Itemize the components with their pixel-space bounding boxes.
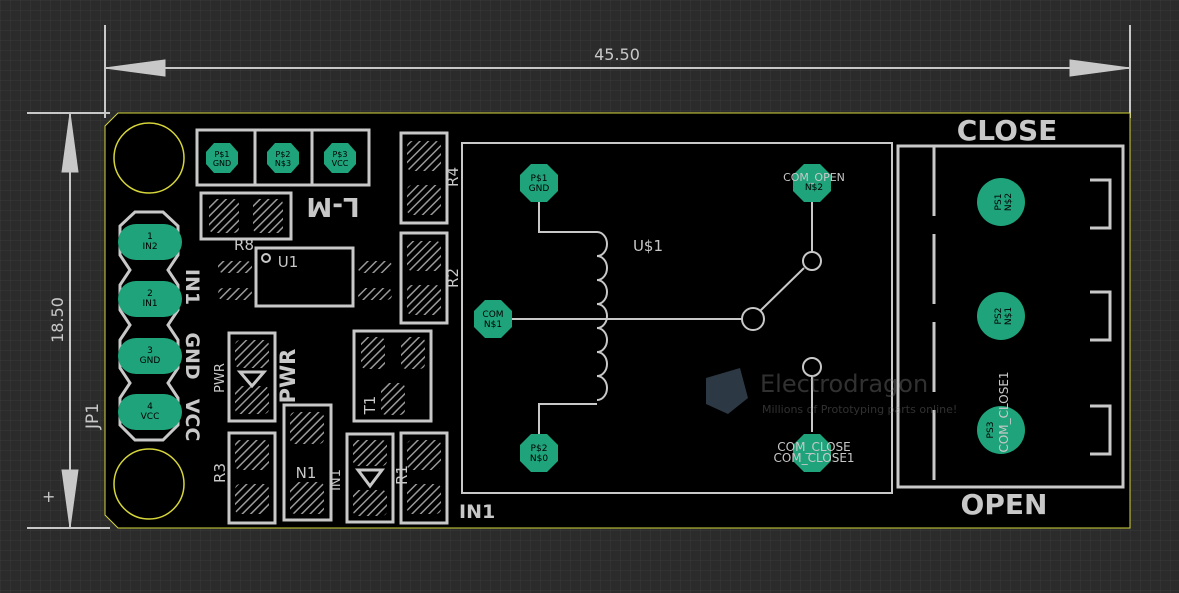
relay-pad-p1[interactable]: P$1 GND: [520, 164, 558, 202]
svg-text:4: 4: [147, 402, 153, 412]
svg-text:GND: GND: [140, 356, 161, 366]
svg-text:P$1: P$1: [214, 150, 229, 159]
jumper-pad-2[interactable]: P$2 N$3: [267, 143, 299, 173]
svg-text:P$3: P$3: [332, 150, 347, 159]
t1-outline: [352, 329, 433, 423]
header-pad-1[interactable]: 1 IN2: [118, 224, 182, 260]
svg-text:N$3: N$3: [275, 159, 291, 168]
in1-led-outline: [345, 432, 395, 524]
r8-pad-2: [253, 199, 283, 233]
label-jp1: JP1: [83, 403, 103, 430]
relay-pad-com[interactable]: COM N$1: [474, 300, 512, 338]
r1-outline: [399, 431, 449, 525]
label-t1: T1: [361, 396, 379, 416]
r4-outline: [399, 131, 449, 225]
header-pad-2[interactable]: 2 IN1: [118, 281, 182, 317]
svg-text:P$2: P$2: [531, 444, 548, 454]
svg-text:Millions of Prototyping parts: Millions of Prototyping parts online!: [762, 403, 957, 416]
jumper-pad-3[interactable]: P$3 VCC: [324, 143, 356, 173]
relay-pad-p2[interactable]: P$2 N$0: [520, 434, 558, 472]
jumper-outline: [195, 128, 371, 187]
svg-text:N$2: N$2: [1004, 193, 1014, 211]
relay-outline: [461, 142, 893, 494]
svg-text:COM_OPEN: COM_OPEN: [783, 171, 845, 184]
r2-outline: [399, 231, 449, 325]
label-in1-bottom: IN1: [459, 501, 495, 523]
label-u1: U1: [278, 253, 299, 271]
u1-body: [254, 246, 355, 308]
watermark-logo-icon: [706, 368, 748, 414]
terminal-pad-2[interactable]: PS2 N$1: [977, 292, 1025, 340]
header-pad-4[interactable]: 4 VCC: [118, 394, 182, 430]
svg-text:N$1: N$1: [484, 320, 502, 330]
svg-text:GND: GND: [529, 184, 550, 194]
label-r3: R3: [211, 463, 229, 483]
mounting-hole-bottom: [113, 448, 185, 520]
label-close: CLOSE: [957, 114, 1058, 147]
origin-marker: +: [42, 487, 55, 506]
label-n1: N1: [296, 464, 317, 482]
label-gnd-vertical: GND: [181, 332, 203, 379]
label-pwr: PWR: [276, 349, 300, 404]
svg-text:PS1: PS1: [994, 194, 1004, 211]
svg-text:VCC: VCC: [141, 412, 160, 422]
svg-text:N$1: N$1: [1004, 307, 1014, 325]
svg-text:P$2: P$2: [275, 150, 290, 159]
height-dimension-label: 18.50: [48, 297, 67, 343]
n1-outline: [282, 403, 333, 522]
r8-pad-1: [209, 199, 239, 233]
svg-text:Electrodragon: Electrodragon: [760, 370, 928, 398]
pwr-led-outline: [227, 331, 277, 423]
svg-text:N$2: N$2: [805, 183, 823, 193]
svg-text:COM: COM: [482, 310, 503, 320]
header-pad-3[interactable]: 3 GND: [118, 338, 182, 374]
r3-outline: [227, 431, 277, 525]
label-r4: R4: [444, 167, 462, 187]
label-pwr-small: PWR: [213, 363, 228, 393]
watermark: Electrodragon Millions of Prototyping pa…: [706, 368, 957, 416]
height-dimension: [27, 112, 110, 529]
relay-pad-com-open[interactable]: COM_OPEN N$2: [783, 164, 845, 202]
svg-text:P$1: P$1: [531, 174, 548, 184]
label-in1-small: IN1: [329, 469, 344, 491]
pcb-board: [104, 112, 1131, 529]
terminal-outline: [896, 144, 1125, 489]
label-open: OPEN: [961, 488, 1048, 521]
terminal-pad-1[interactable]: PS1 N$2: [977, 178, 1025, 226]
label-us1: U$1: [633, 237, 663, 255]
svg-text:COM_CLOSE1: COM_CLOSE1: [997, 371, 1011, 452]
label-r8: R8: [234, 236, 254, 254]
svg-text:N$0: N$0: [530, 454, 548, 464]
relay-pad-com-close[interactable]: COM_CLOSE COM_CLOSE1: [773, 434, 855, 472]
svg-text:3: 3: [147, 346, 153, 356]
svg-text:GND: GND: [213, 159, 231, 168]
label-in1-vertical: IN1: [181, 269, 203, 305]
r8-outline: [199, 191, 293, 241]
svg-text:COM_CLOSE1: COM_CLOSE1: [773, 451, 854, 465]
mounting-hole-top: [113, 122, 185, 194]
relay-coil-symbol: [500, 200, 822, 440]
jumper-pad-1[interactable]: P$1 GND: [206, 143, 238, 173]
svg-text:1: 1: [147, 232, 153, 242]
label-vcc-vertical: VCC: [181, 399, 203, 442]
svg-text:PS3: PS3: [986, 422, 996, 439]
width-dimension: [104, 25, 1131, 118]
svg-text:VCC: VCC: [332, 159, 349, 168]
svg-text:IN2: IN2: [142, 242, 157, 252]
width-dimension-label: 45.50: [594, 45, 640, 64]
label-r1: R1: [393, 465, 411, 485]
svg-text:PS2: PS2: [994, 308, 1004, 325]
label-l-m: L-M: [306, 191, 359, 221]
terminal-pad-3[interactable]: PS3 COM_CLOSE1: [977, 371, 1025, 454]
svg-text:COM_CLOSE: COM_CLOSE: [777, 440, 850, 454]
svg-text:IN1: IN1: [142, 299, 157, 309]
label-r2: R2: [444, 268, 462, 288]
svg-text:2: 2: [147, 289, 153, 299]
